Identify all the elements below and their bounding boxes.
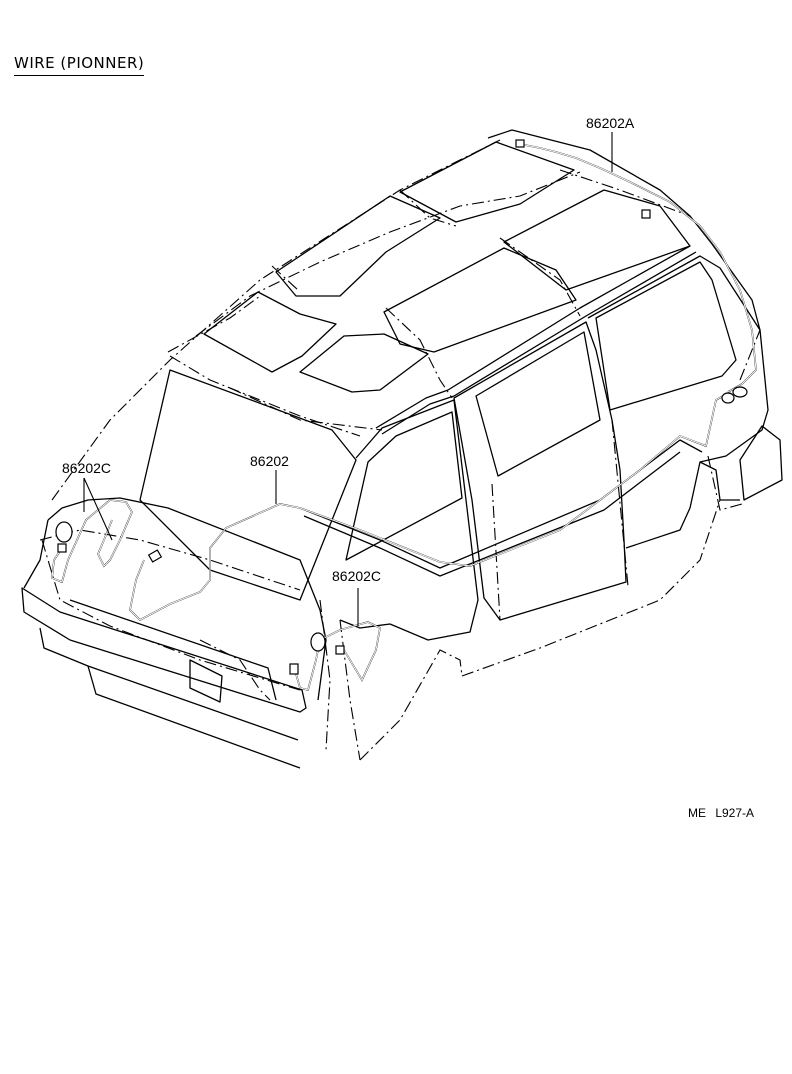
callout-86202: 86202 <box>250 453 289 469</box>
drawing-code: ME L927-A <box>688 806 755 820</box>
side-window-rear <box>595 261 737 411</box>
connectors <box>55 139 748 675</box>
roof-panel-6 <box>503 189 691 291</box>
side-window-middle <box>475 331 601 477</box>
front-bumper <box>21 587 307 713</box>
roof-panel-5 <box>399 141 575 223</box>
side-door <box>453 321 627 621</box>
leader-86202c-left-b <box>83 477 113 541</box>
phantom-lines <box>39 139 761 761</box>
wire-harness <box>51 143 757 691</box>
speaker-front-right <box>310 632 326 652</box>
leader-lines <box>83 132 613 626</box>
roof-panel-3 <box>275 195 441 297</box>
callout-86202a: 86202A <box>586 115 635 131</box>
rear-bumper <box>739 425 783 501</box>
front-door-window <box>345 411 463 561</box>
callout-86202c-left: 86202C <box>62 460 112 476</box>
wire-86202c-right-path <box>295 621 381 691</box>
diagram-title: WIRE (PIONNER) <box>14 54 145 76</box>
wire-86202-path <box>129 391 731 621</box>
callout-86202c-right: 86202C <box>332 568 382 584</box>
license-plate <box>189 659 223 703</box>
belt-line <box>299 439 703 569</box>
roof-panel-1 <box>203 291 337 373</box>
roof-panel-4 <box>383 247 577 353</box>
front-door <box>339 399 479 641</box>
speaker-rear <box>732 386 748 398</box>
speaker-front-left <box>55 521 73 543</box>
connector-roof-mid <box>641 209 651 219</box>
roof-panel-2 <box>299 333 429 393</box>
connector-roof-front <box>515 139 525 148</box>
van-body-outline <box>21 129 783 769</box>
windshield <box>139 369 357 601</box>
connector-front-left <box>147 549 163 563</box>
